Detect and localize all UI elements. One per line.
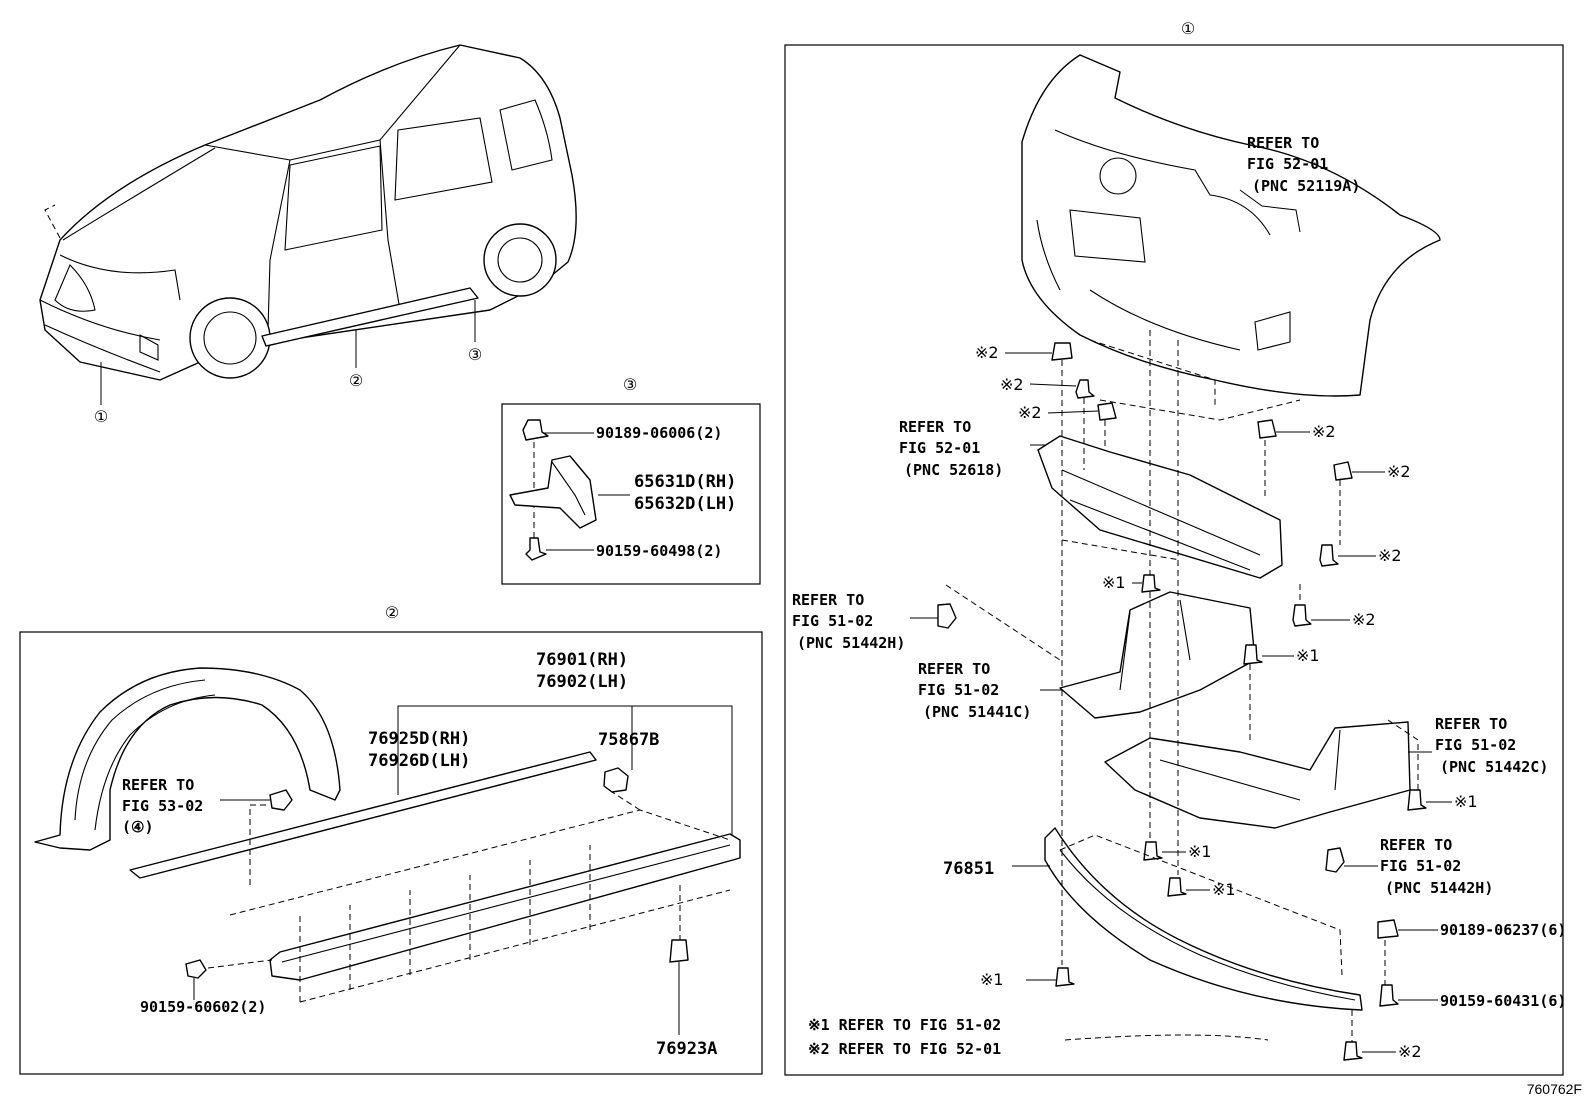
detail-2-box (19, 631, 763, 1075)
label-65631d: 65631D(RH) (634, 472, 736, 492)
screw-90159-60431-part (1379, 984, 1399, 1007)
label-90159-60498: 90159-60498(2) (596, 542, 722, 560)
screw-mark1-a (1141, 574, 1161, 593)
screw-mark1-e (1167, 877, 1187, 897)
moulding-part (129, 751, 597, 879)
clip-mark2-d (1257, 419, 1277, 439)
rocker-panel-part (269, 833, 741, 981)
refer-to-52618: REFER TO (899, 418, 971, 436)
detail-3-mudguard: ③ 90189-06006(2) 65631D(RH) 65632D(LH) 9… (501, 375, 761, 585)
label-76851: 76851 (943, 859, 994, 879)
label-90159-60431: 90159-60431(6) (1440, 992, 1566, 1010)
pnc-52119a: (PNC 52119A) (1252, 177, 1360, 195)
label-76925d: 76925D(RH) (368, 729, 470, 749)
label-75867b: 75867B (598, 730, 659, 750)
callout-3-detail: ③ (623, 375, 637, 394)
mark1-a: ※1 (1102, 573, 1126, 592)
refer-to-fig53: REFER TO (122, 776, 194, 794)
screw-mark1-c (1407, 789, 1427, 811)
clip-90189-06237-part (1377, 919, 1399, 939)
clip-fig53-part (269, 789, 293, 811)
label-76901: 76901(RH) (536, 650, 628, 670)
refer-to-51442c: REFER TO (1435, 715, 1507, 733)
fig-53-02: FIG 53-02 (122, 797, 203, 815)
callout-2-vehicle: ② (349, 371, 363, 390)
mark2-f: ※2 (1378, 546, 1402, 565)
label-76923a: 76923A (656, 1039, 717, 1059)
fig-51-02-d: FIG 51-02 (1380, 857, 1461, 875)
screw-90159-60602-part (185, 959, 207, 979)
refer-to-51442h-a: REFER TO (792, 591, 864, 609)
screw-mark2-h (1343, 1041, 1363, 1061)
mark2-d: ※2 (1312, 422, 1336, 441)
mark1-b: ※1 (1296, 646, 1320, 665)
screw-90159-60498-part (525, 537, 547, 561)
mark1-c: ※1 (1454, 792, 1478, 811)
screw-mark1-b (1243, 644, 1263, 665)
mark1-e: ※1 (1212, 880, 1236, 899)
label-90189-06237: 90189-06237(6) (1440, 921, 1566, 939)
refer-to-51442h-b: REFER TO (1380, 836, 1452, 854)
pnc-51442h-b: (PNC 51442H) (1385, 879, 1493, 897)
mark2-g: ※2 (1352, 610, 1376, 629)
label-76926d: 76926D(LH) (368, 751, 470, 771)
screw-mark2-g (1292, 604, 1312, 627)
callout-3-vehicle: ③ (468, 345, 482, 364)
pnc-51442h-a: (PNC 51442H) (797, 634, 905, 652)
refer-to-52119a: REFER TO (1247, 134, 1319, 152)
clip-mark2-c (1097, 402, 1117, 421)
paren-four: (④) (122, 818, 154, 836)
fender-liner-part (34, 667, 341, 851)
fig-52-01-a: FIG 52-01 (1247, 155, 1328, 173)
mark1-d: ※1 (1188, 842, 1212, 861)
pnc-52618: (PNC 52618) (904, 461, 1003, 479)
label-65632d: 65632D(LH) (634, 494, 736, 514)
note-mark1: ※1 REFER TO FIG 51-02 (808, 1016, 1001, 1034)
clip-fig51-51442h-b (1325, 847, 1345, 873)
detail-2-rocker: ② 769 (19, 603, 763, 1075)
fig-51-02-b: FIG 51-02 (918, 681, 999, 699)
vehicle-overview: ① ② ③ (39, 44, 577, 426)
fig-51-02-c: FIG 51-02 (1435, 736, 1516, 754)
clip-mark2-e (1333, 461, 1353, 481)
note-mark2: ※2 REFER TO FIG 52-01 (808, 1040, 1001, 1058)
under-cover-lower-part (1104, 721, 1411, 829)
screw-mark2-b (1075, 379, 1095, 399)
under-cover-center-part (1059, 591, 1256, 719)
detail-1-box (784, 44, 1564, 1076)
detail-3-box (501, 403, 761, 585)
mark2-a: ※2 (975, 343, 999, 362)
clip-75867b-part (603, 767, 629, 793)
mark2-h: ※2 (1398, 1042, 1422, 1061)
pnc-51441c: (PNC 51441C) (923, 703, 1031, 721)
clip-fig51-51442h-a (937, 603, 957, 629)
screw-mark1-f (1055, 967, 1075, 987)
mudguard-part (509, 455, 597, 529)
refer-to-51441c: REFER TO (918, 660, 990, 678)
spoiler-76851-part (1044, 827, 1363, 1011)
mark2-b: ※2 (1000, 375, 1024, 394)
screw-mark2-f (1319, 544, 1339, 567)
figure-id: 760762F (1527, 1081, 1582, 1097)
label-90189-06006: 90189-06006(2) (596, 424, 722, 442)
clip-mark2-a (1051, 342, 1073, 361)
label-90159-60602: 90159-60602(2) (140, 998, 266, 1016)
pnc-51442c: (PNC 51442C) (1440, 758, 1548, 776)
callout-1-detail: ① (1181, 19, 1195, 38)
bumper-cover-part (1021, 54, 1441, 397)
detail-1-bumper: ① (784, 19, 1566, 1076)
fig-52-01-b: FIG 52-01 (899, 439, 980, 457)
nut-76923a-part (669, 939, 689, 963)
callout-1-vehicle: ① (94, 407, 108, 426)
label-76902: 76902(LH) (536, 672, 628, 692)
absorber-part (1037, 435, 1283, 579)
mark2-e: ※2 (1387, 462, 1411, 481)
callout-2-detail: ② (385, 603, 399, 622)
clip-90189-06006-part (522, 419, 549, 441)
mark2-c: ※2 (1018, 403, 1042, 422)
fig-51-02-a: FIG 51-02 (792, 612, 873, 630)
mark1-f: ※1 (980, 970, 1004, 989)
